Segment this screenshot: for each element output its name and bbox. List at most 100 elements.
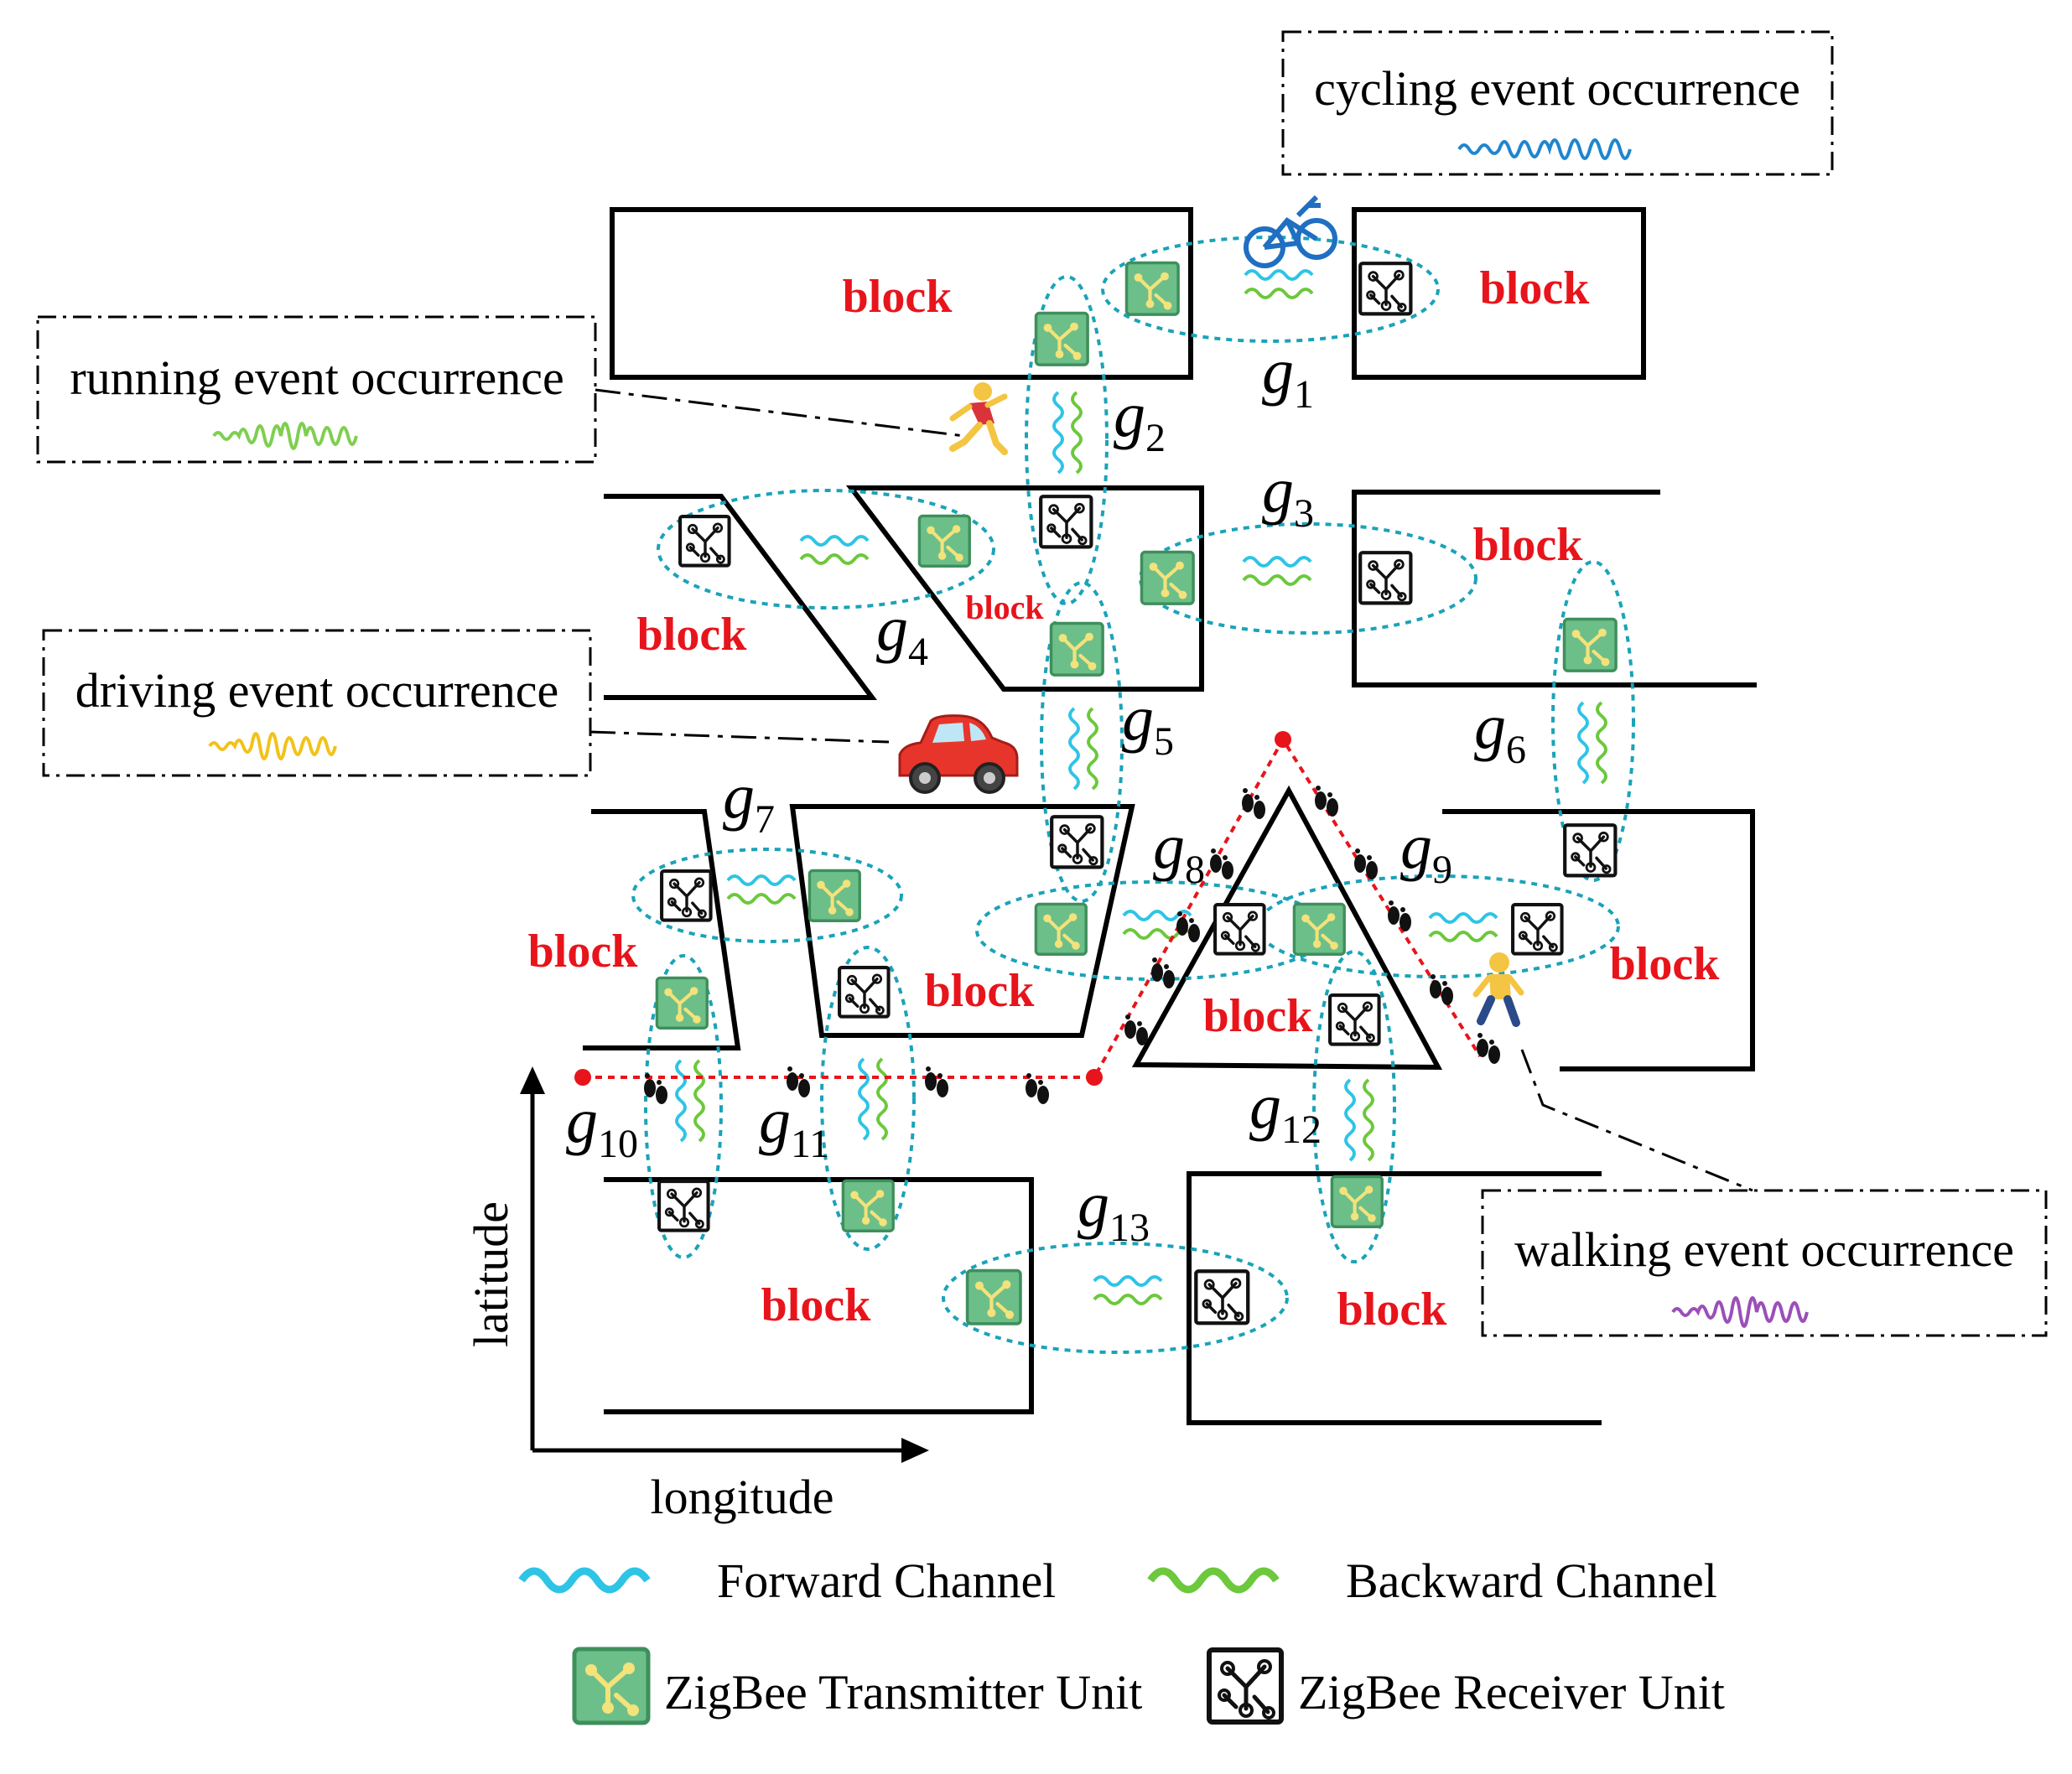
gateway-label-g7: g7 [723, 761, 775, 842]
legend: Forward Channel Backward Channel ZigBee … [518, 1554, 1725, 1723]
gateway-label-g12: g12 [1249, 1071, 1322, 1152]
block-label: block [1203, 990, 1314, 1042]
driving-waveform [208, 732, 337, 760]
channel-g11 [858, 1057, 888, 1141]
block-label: block [843, 271, 953, 323]
channel-g4 [799, 535, 870, 565]
block-label: block [637, 609, 748, 661]
gateway-label-g6: g6 [1474, 692, 1526, 772]
cycling-event-label: cycling event occurrence [1314, 61, 1800, 116]
x-axis-label: longitude [650, 1470, 833, 1524]
zigbee-receiver-icon [1196, 1271, 1248, 1323]
driving-connector [589, 730, 890, 744]
coverage-g10 [644, 954, 723, 1259]
coverage-g7 [631, 848, 903, 943]
block-row3-left [583, 809, 741, 1050]
zigbee-receiver-icon [1215, 905, 1264, 953]
gateway-label-g11: g11 [759, 1086, 829, 1166]
coverage-g13 [942, 1242, 1289, 1354]
gateway-label-g8: g8 [1153, 812, 1205, 892]
forward-channel-label: Forward Channel [717, 1554, 1056, 1608]
zigbee-transmitter-label: ZigBee Transmitter Unit [664, 1665, 1142, 1720]
block-triangle [1131, 785, 1443, 1071]
zigbee-receiver-icon [1360, 552, 1410, 603]
zigbee-transmitter-icon [1294, 904, 1344, 954]
zigbee-transmitter-icon [1332, 1176, 1382, 1227]
channel-g3 [1242, 556, 1312, 586]
gateway-label-g10: g10 [566, 1086, 638, 1166]
zigbee-transmitter-icon [919, 516, 969, 566]
zigbee-transmitter-icon [1036, 904, 1086, 954]
zigbee-transmitter-icon [809, 870, 859, 921]
running-waveform [212, 422, 358, 450]
zigbee-transmitter-icon [574, 1649, 648, 1723]
coordinate-axes: latitude longitude [464, 1066, 929, 1524]
zigbee-transmitter-icon [1565, 620, 1617, 672]
coverage-g11 [820, 946, 916, 1251]
cycling-event-callout: cycling event occurrence [1281, 30, 1834, 176]
walking-waveform [1671, 1296, 1809, 1328]
runner-icon [949, 382, 1008, 455]
zigbee-receiver-icon [1052, 817, 1102, 867]
zigbee-receiver-icon [1330, 995, 1379, 1044]
gateway-labels: g1 g2 g3 g4 g5 g6 g7 g8 g9 g10 g11 g12 g… [566, 336, 1526, 1250]
zigbee-transmitter-icon [1142, 552, 1194, 604]
zigbee-receiver-icon [839, 967, 888, 1016]
coverage-g6 [1551, 560, 1635, 882]
walking-event-label: walking event occurrence [1514, 1222, 2014, 1277]
block-bottom-left [604, 1177, 1034, 1414]
gateway-label-g4: g4 [876, 594, 928, 674]
zigbee-receiver-icon [1565, 825, 1615, 875]
running-event-label: running event occurrence [70, 350, 563, 405]
running-connector [595, 388, 965, 438]
block-label: block [1610, 938, 1721, 990]
walking-connector [1520, 1049, 1753, 1192]
running-event-callout: running event occurrence [36, 315, 597, 464]
block-row2-left [604, 494, 877, 700]
zigbee-receiver-icon [1209, 1650, 1281, 1722]
block-label: block [925, 965, 1036, 1017]
zigbee-transmitter-icon [1036, 314, 1088, 366]
zigbee-transmitter-icon [1127, 263, 1179, 315]
zigbee-receiver-label: ZigBee Receiver Unit [1298, 1665, 1725, 1720]
car-icon [898, 714, 1019, 794]
zigbee-receiver-icon [1360, 263, 1410, 314]
backward-channel-swatch [1147, 1567, 1280, 1594]
block-row3-middle [789, 804, 1135, 1038]
block-bottom-right [1187, 1171, 1602, 1425]
block-row2-middle [845, 485, 1204, 692]
driving-event-callout: driving event occurrence [42, 629, 592, 777]
block-label: block [965, 589, 1044, 626]
coverage-g3 [1139, 522, 1477, 635]
y-axis-label: latitude [464, 1201, 518, 1347]
walking-event-callout: walking event occurrence [1481, 1189, 2048, 1337]
channel-g1 [1244, 269, 1314, 299]
backward-channel-label: Backward Channel [1346, 1554, 1717, 1608]
zigbee-transmitter-icon [843, 1180, 893, 1231]
channel-g12 [1344, 1078, 1374, 1162]
channel-g9 [1428, 912, 1498, 942]
coverage-g5 [1040, 581, 1124, 903]
channel-g6 [1577, 701, 1607, 785]
block-label: block [528, 926, 639, 978]
channel-g13 [1093, 1275, 1163, 1305]
block-label: block [1480, 262, 1591, 314]
walking-path [574, 731, 1500, 1104]
gateway-label-g13: g13 [1078, 1170, 1150, 1250]
channel-g10 [675, 1059, 705, 1143]
zigbee-transmitter-icon [657, 978, 707, 1028]
coverage-g2 [1025, 275, 1109, 605]
driving-event-label: driving event occurrence [75, 663, 559, 718]
block-label: block [761, 1279, 872, 1331]
block-row3-right [1442, 809, 1755, 1071]
forward-channel-swatch [518, 1567, 651, 1594]
block-label: block [1337, 1284, 1448, 1336]
block-labels: block block block block block block bloc… [528, 262, 1721, 1336]
gateway-label-g9: g9 [1400, 812, 1452, 892]
walker-icon [1472, 952, 1524, 1027]
zigbee-transmitter-icon [1052, 624, 1104, 676]
cycling-waveform [1457, 138, 1632, 160]
block-label: block [1473, 519, 1584, 571]
block-top-left [610, 207, 1193, 380]
